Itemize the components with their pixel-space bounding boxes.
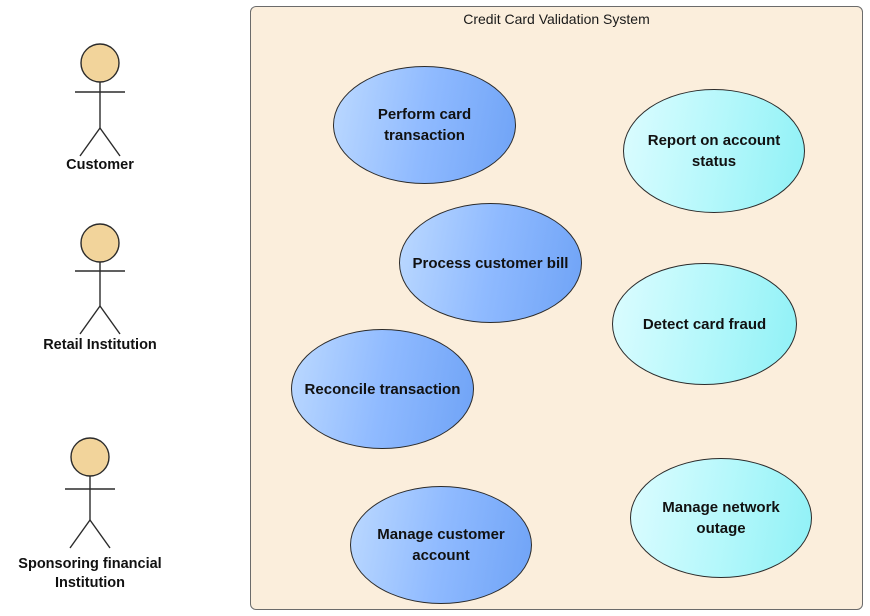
actor-label-sponsoring-financial-institution: Sponsoring financial Institution (18, 556, 162, 591)
actor-icon[interactable] (70, 40, 130, 162)
use-case-process-customer-bill[interactable]: Process customer bill (399, 203, 582, 323)
use-case-manage-customer-account[interactable]: Manage customer account (350, 486, 532, 604)
use-case-report-on-account-status[interactable]: Report on account status (623, 89, 805, 213)
actor-icon[interactable] (60, 436, 120, 554)
use-case-reconcile-transaction[interactable]: Reconcile transaction (291, 329, 474, 449)
actor-label-customer: Customer (66, 157, 134, 173)
system-title: Credit Card Validation System (463, 11, 650, 27)
use-case-perform-card-transaction[interactable]: Perform card transaction (333, 66, 516, 184)
use-case-manage-network-outage[interactable]: Manage network outage (630, 458, 812, 578)
actor-icon[interactable] (70, 222, 130, 340)
use-case-detect-card-fraud[interactable]: Detect card fraud (612, 263, 797, 385)
actor-label-retail-institution: Retail Institution (43, 337, 157, 353)
